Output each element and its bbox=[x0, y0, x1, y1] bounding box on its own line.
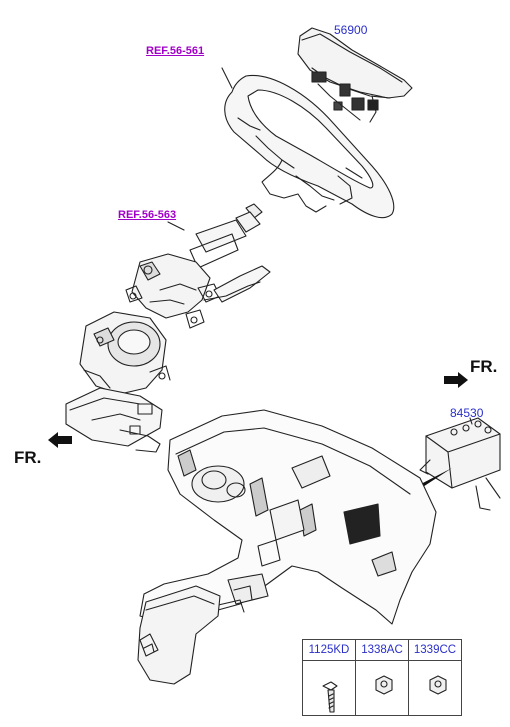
ref-link-steering-wheel[interactable]: REF.56-561 bbox=[146, 45, 205, 57]
part-number-1125kd[interactable]: 1125KD bbox=[302, 639, 356, 661]
driver-airbag-module bbox=[297, 27, 413, 123]
fr-arrow-right bbox=[444, 372, 468, 388]
fr-label-left: FR. bbox=[14, 448, 42, 467]
steering-wheel bbox=[224, 74, 395, 219]
fr-label-right: FR. bbox=[470, 357, 498, 376]
floor-console bbox=[137, 585, 221, 685]
steering-column bbox=[125, 203, 271, 329]
part-number-1338ac[interactable]: 1338AC bbox=[355, 639, 409, 661]
parts-table: 1125KD 1338AC 1339CC bbox=[302, 639, 462, 716]
ref-link-steering-column[interactable]: REF.56-563 bbox=[118, 209, 177, 221]
part-number-airbag-passenger[interactable]: 84530 bbox=[450, 406, 484, 420]
table-cell-bolt bbox=[302, 660, 356, 716]
parts-table-icons bbox=[302, 660, 462, 716]
instrument-panel bbox=[139, 409, 437, 625]
fr-arrow-left bbox=[48, 432, 72, 448]
part-number-1339cc[interactable]: 1339CC bbox=[408, 639, 462, 661]
leader-84530 bbox=[469, 417, 473, 425]
table-cell-nut bbox=[408, 660, 462, 716]
leader-ref-column bbox=[167, 221, 185, 231]
eps-motor-unit bbox=[65, 311, 171, 453]
part-number-airbag-driver[interactable]: 56900 bbox=[334, 23, 368, 37]
table-cell-nut bbox=[355, 660, 409, 716]
passenger-airbag-module bbox=[419, 417, 501, 511]
leader-ref-wheel bbox=[221, 67, 233, 89]
parts-table-header: 1125KD 1338AC 1339CC bbox=[302, 639, 462, 661]
